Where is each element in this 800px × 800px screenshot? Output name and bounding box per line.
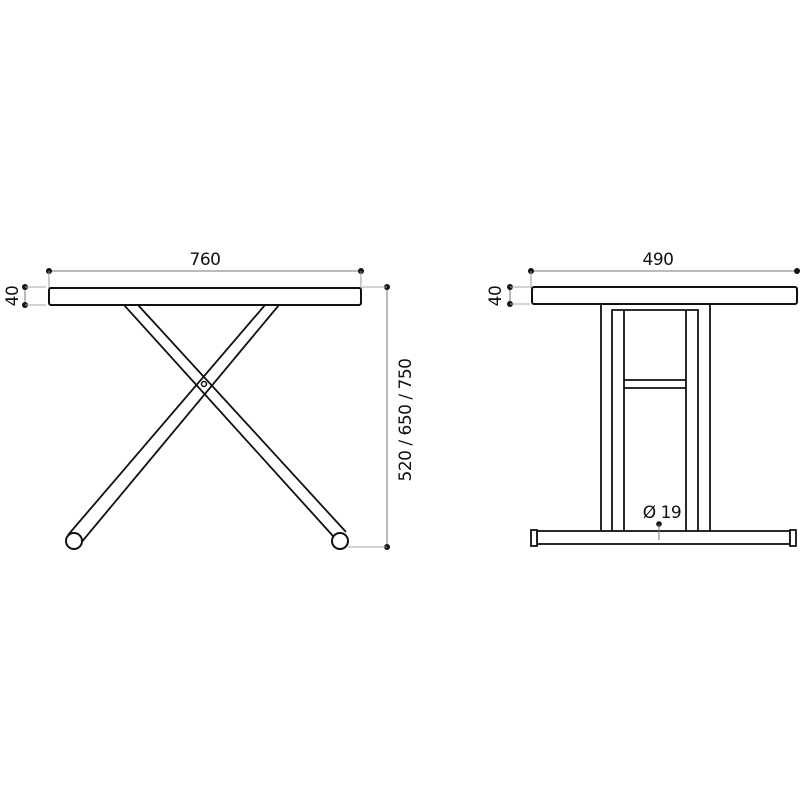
side-width-label: 490 <box>643 250 674 270</box>
front-thickness-dimension: 40 <box>3 284 46 308</box>
front-width-label: 760 <box>190 250 221 270</box>
front-foot-right <box>331 532 349 550</box>
tube-diameter-label: Ø 19 <box>643 503 681 523</box>
front-tabletop <box>48 287 362 306</box>
side-thickness-label: 40 <box>486 286 506 307</box>
side-view: 490 40 <box>486 250 800 547</box>
side-frame <box>600 304 711 531</box>
side-thickness-dimension: 40 <box>486 284 530 307</box>
front-height-label: 520 / 650 / 750 <box>396 359 416 482</box>
base-end-cap-left <box>530 529 538 547</box>
front-x-legs <box>67 304 347 545</box>
front-thickness-label: 40 <box>3 286 23 307</box>
side-width-dimension: 490 <box>528 250 800 288</box>
base-end-cap-right <box>789 529 797 547</box>
tube-diameter-callout: Ø 19 <box>643 503 682 540</box>
front-foot-left <box>65 532 83 550</box>
side-tabletop <box>531 286 798 305</box>
base-tube <box>536 530 791 545</box>
front-view: 760 40 520 / 650 / 750 <box>3 250 416 550</box>
front-width-dimension: 760 <box>46 250 364 288</box>
front-height-dimension: 520 / 650 / 750 <box>348 284 416 550</box>
pivot-bolt-icon <box>200 380 208 388</box>
